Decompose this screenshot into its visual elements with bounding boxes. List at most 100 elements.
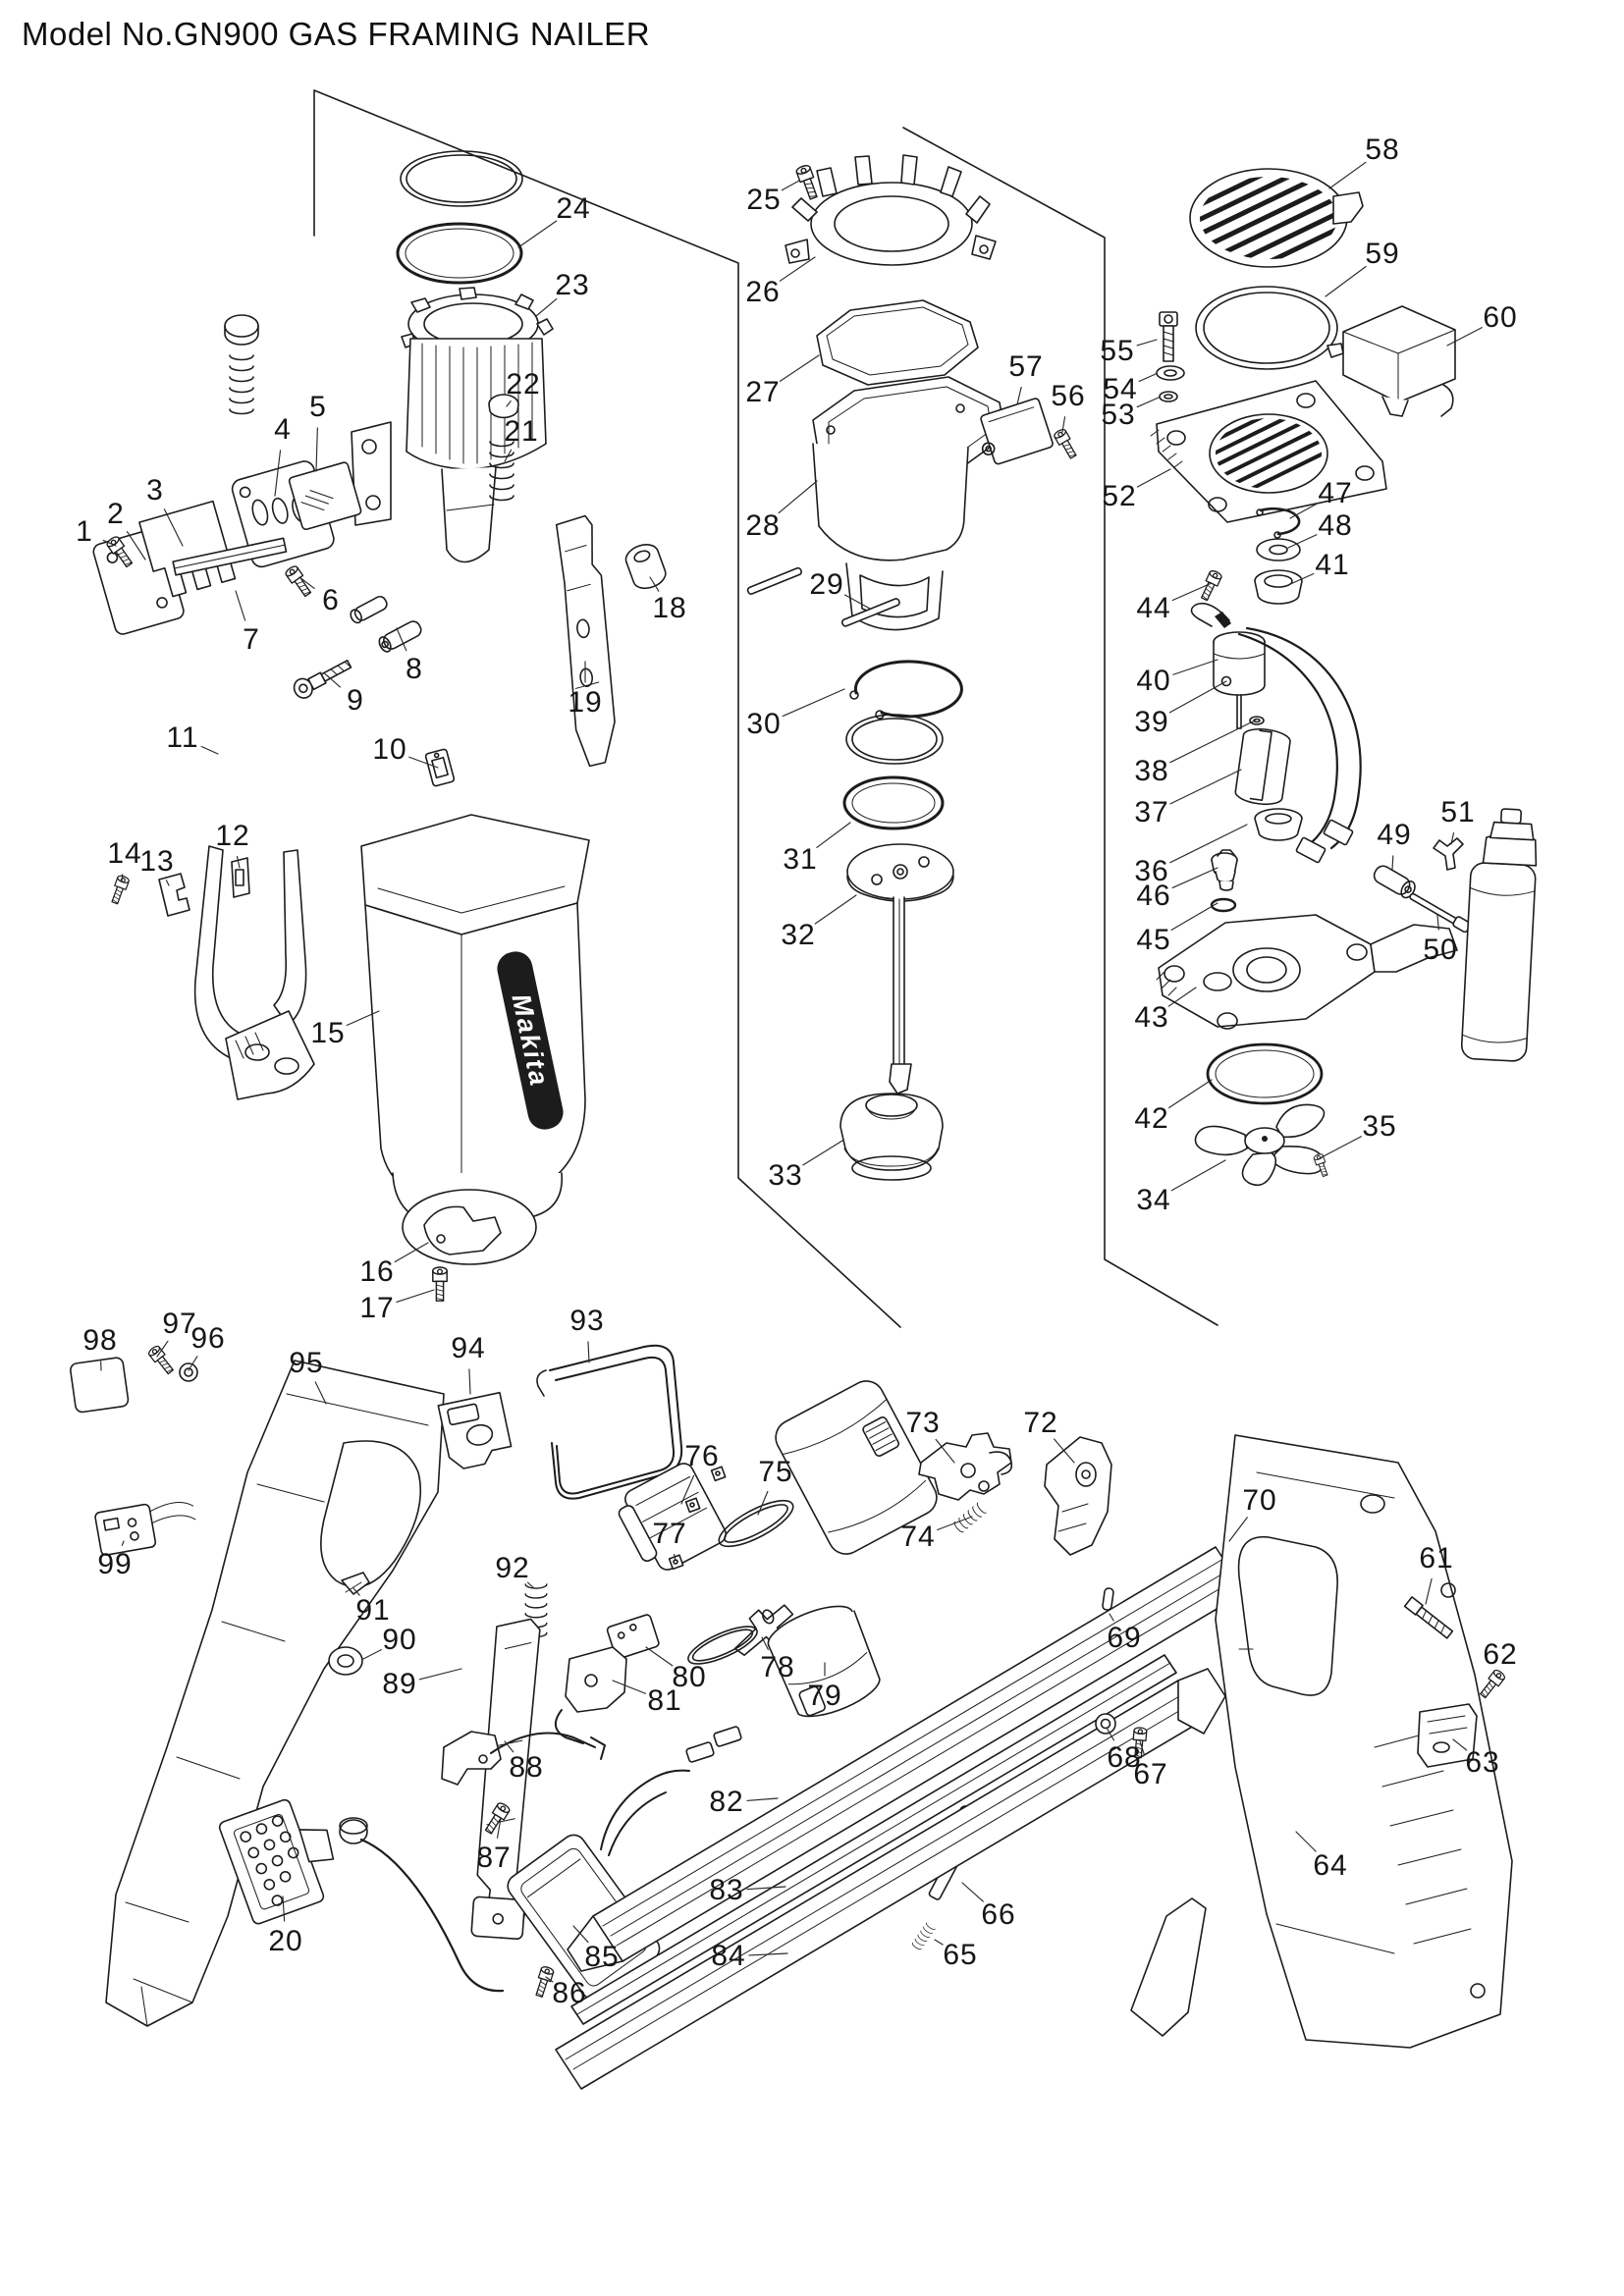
part-number-label: 42 xyxy=(1134,1102,1169,1135)
frame-64 xyxy=(1215,1434,1513,2049)
leader-line xyxy=(1169,720,1256,764)
leader-line xyxy=(746,1797,779,1801)
part-number-label: 49 xyxy=(1377,819,1412,851)
leader-line xyxy=(298,576,315,589)
cylinder-head-assembly: Makita xyxy=(92,150,667,1302)
part-number-label: 22 xyxy=(506,368,541,400)
part-number-label: 40 xyxy=(1136,665,1171,697)
part-number-label: 6 xyxy=(322,584,340,616)
leader-line xyxy=(506,400,512,407)
pin-49 xyxy=(1373,865,1416,899)
leader-line xyxy=(1295,1831,1317,1852)
part-number-label: 8 xyxy=(406,653,423,685)
part-number-label: 1 xyxy=(76,515,93,548)
plate-57 xyxy=(980,398,1054,465)
part-number-label: 18 xyxy=(652,592,687,624)
part-number-label: 26 xyxy=(745,276,781,308)
part-number-label: 21 xyxy=(504,415,539,448)
cap-and-spring-left xyxy=(224,314,259,415)
part-number-label: 55 xyxy=(1100,335,1135,367)
crown-ring-26 xyxy=(785,154,997,266)
part-number-label: 97 xyxy=(162,1308,197,1340)
leader-line xyxy=(165,880,170,886)
callout-leader-lines xyxy=(100,161,1497,1983)
part-number-label: 46 xyxy=(1136,880,1171,912)
leader-line xyxy=(418,1668,462,1681)
magazine-housing-15: Makita xyxy=(360,814,590,1226)
perforated-plate-20 xyxy=(218,1798,335,1925)
gasket-27 xyxy=(816,299,979,386)
leader-line xyxy=(781,180,800,191)
part-number-label: 56 xyxy=(1051,380,1086,412)
pin-29a xyxy=(746,566,802,595)
valve-body-76 xyxy=(618,1463,727,1571)
leader-line xyxy=(1136,339,1158,347)
leader-line xyxy=(468,1368,471,1395)
leader-line xyxy=(1136,468,1171,488)
part-number-label: 93 xyxy=(569,1305,605,1337)
leader-line xyxy=(1139,1740,1146,1756)
leader-line xyxy=(504,449,513,462)
part-number-label: 3 xyxy=(146,474,164,507)
part-number-label: 69 xyxy=(1107,1622,1142,1654)
leader-line xyxy=(612,1680,647,1694)
leader-line xyxy=(188,1356,198,1371)
leader-line xyxy=(1452,1738,1468,1751)
ring-31a xyxy=(845,714,944,765)
bar-7 xyxy=(172,537,288,576)
leader-line xyxy=(934,1939,944,1946)
leader-line xyxy=(1168,680,1227,714)
leader-line xyxy=(1319,1136,1362,1159)
washer-48 xyxy=(1256,538,1301,561)
bumper-33 xyxy=(839,1093,944,1181)
leader-line xyxy=(1106,1727,1115,1741)
square-nuts-77 xyxy=(668,1466,727,1571)
leader-line xyxy=(346,1010,380,1027)
leader-line xyxy=(649,576,660,592)
pin-8a xyxy=(350,595,388,624)
leader-line xyxy=(1289,503,1319,519)
switch-99 xyxy=(94,1501,196,1556)
leader-line xyxy=(587,1341,590,1363)
part-number-label: 45 xyxy=(1136,924,1171,956)
part-number-label: 66 xyxy=(981,1898,1016,1931)
leader-line xyxy=(545,1976,554,1983)
part-number-label: 80 xyxy=(672,1661,707,1693)
part-number-label: 35 xyxy=(1362,1110,1397,1143)
housing-electrics-assembly xyxy=(70,1344,742,2027)
part-number-label: 58 xyxy=(1365,133,1400,166)
leader-line xyxy=(396,627,407,652)
part-number-label: 25 xyxy=(746,184,782,216)
main-body-95 xyxy=(105,1360,445,2027)
seal-41 xyxy=(1254,569,1303,605)
sleeve-37 xyxy=(1234,727,1291,806)
part-number-label: 19 xyxy=(568,686,603,719)
part-number-label: 11 xyxy=(166,721,199,754)
grill-58 xyxy=(1189,168,1364,268)
leader-line xyxy=(1167,987,1197,1007)
pusher-89 xyxy=(470,1618,541,1940)
guide-19 xyxy=(555,514,616,768)
leader-line xyxy=(1169,824,1248,864)
clip-91 xyxy=(341,1572,370,1595)
leader-line xyxy=(814,894,857,925)
combustion-chamber-assembly xyxy=(746,154,1080,1181)
part-number-label: 23 xyxy=(555,269,590,301)
leader-line xyxy=(315,427,318,472)
washer-96 xyxy=(179,1362,198,1382)
leader-line xyxy=(517,220,558,248)
leader-line xyxy=(778,480,818,514)
leader-line xyxy=(1436,914,1439,931)
part-number-label: 77 xyxy=(652,1518,687,1550)
leader-line xyxy=(1287,534,1318,549)
rail-84 xyxy=(555,1668,1226,2090)
cap-22 xyxy=(488,394,519,419)
part-number-label: 7 xyxy=(243,623,260,656)
plate-63 xyxy=(1417,1703,1478,1768)
roller-90 xyxy=(328,1646,363,1676)
part-number-label: 51 xyxy=(1440,796,1476,828)
leader-line xyxy=(935,1438,955,1464)
leader-line xyxy=(1425,1577,1433,1605)
